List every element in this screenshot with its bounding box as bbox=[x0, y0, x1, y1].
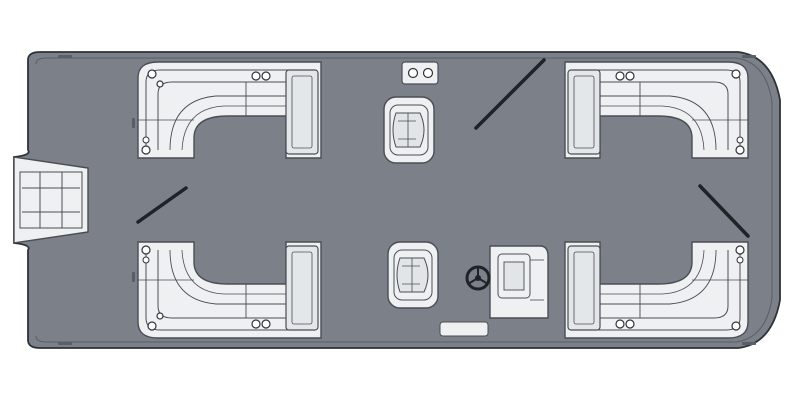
entry-gate-bow-starboard bbox=[698, 184, 750, 238]
deck-trim bbox=[35, 57, 773, 343]
stern-boarding-ladder bbox=[13, 156, 89, 244]
steering-wheel-icon bbox=[465, 265, 491, 291]
helm-console bbox=[489, 245, 549, 319]
captain-chair bbox=[383, 96, 435, 164]
entry-gate-stern-port bbox=[136, 186, 188, 224]
helm-chair bbox=[387, 241, 439, 309]
rail-cleats bbox=[58, 55, 756, 345]
entry-gate-bow-port bbox=[474, 58, 546, 130]
cup-holder-cluster bbox=[147, 61, 741, 331]
helm-step bbox=[439, 321, 489, 337]
